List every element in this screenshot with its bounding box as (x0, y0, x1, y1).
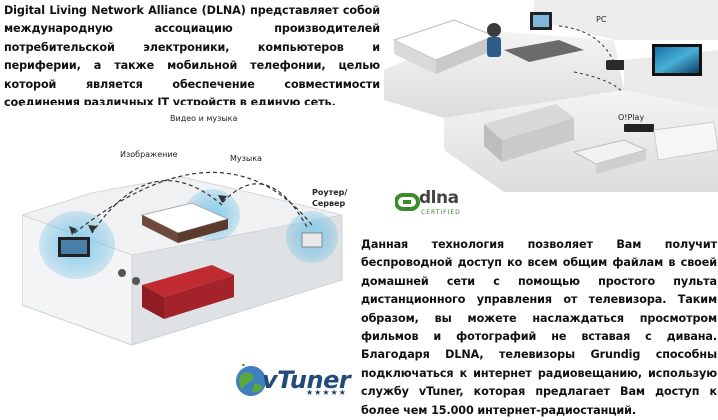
music-label: Музыка (230, 154, 262, 163)
dlna-logo-word: dlna (419, 188, 459, 208)
details-paragraph: Данная технология позволяет Вам получит … (361, 238, 717, 417)
music-arc (221, 183, 308, 228)
globe-icon (236, 364, 266, 396)
vtuner-rating-stars: ★★★★★ (306, 388, 347, 397)
router-label-line1: Роутер/ (312, 188, 347, 197)
dlna-logo: dlna CERTIFIED (395, 188, 475, 222)
apartment-network-illustration: Видео и музыка Изображение Музыка Роутер… (22, 105, 352, 349)
image-arc (91, 180, 223, 234)
oplay-label: O!Play (618, 113, 644, 122)
video-music-arc (71, 171, 313, 236)
router-label-line2: Сервер (312, 199, 346, 208)
video-music-label: Видео и музыка (170, 114, 237, 123)
dlna-logo-subtitle: CERTIFIED (421, 209, 461, 216)
living-room-illustration: PC O!Play (384, 0, 718, 192)
vtuner-logo: vTuner ★★★★★ (232, 350, 351, 400)
intro-paragraph: Digital Living Network Alliance (DLNA) п… (4, 4, 380, 110)
vtuner-logo-word: vTuner (262, 366, 351, 394)
pc-label: PC (596, 15, 607, 24)
dlna-mark-icon (395, 193, 420, 211)
image-label: Изображение (120, 150, 178, 159)
